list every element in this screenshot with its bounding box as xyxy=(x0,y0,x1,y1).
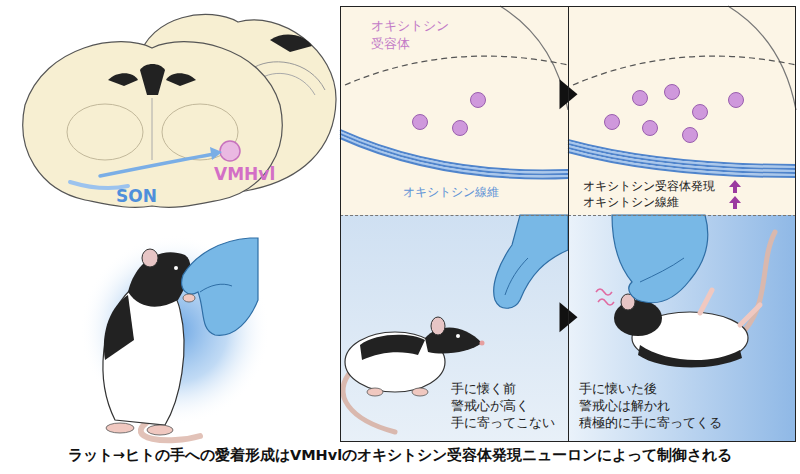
receptor-increase-label: オキシトシン受容体発現 xyxy=(583,178,715,194)
attached-rat xyxy=(596,215,775,367)
panel-box: 手に懐く前 警戒心が高く 手に寄ってこない xyxy=(340,215,569,442)
panel-box: オキシトシン 受容体オキシトシン線維 xyxy=(340,6,569,216)
behavior-note: 手に懐く前 警戒心が高く 手に寄ってこない xyxy=(451,381,555,432)
receptor-label: オキシトシン 受容体 xyxy=(371,17,449,52)
figure-caption: ラット→ヒトの手への愛着形成はVMHvlのオキシトシン受容体発現ニューロンによっ… xyxy=(0,446,800,466)
panel-box: オキシトシン受容体発現オキシトシン線維 xyxy=(568,6,796,216)
panel-box: 手に懐いた後 警戒心は解かれ 積極的に手に寄ってくる xyxy=(568,215,796,442)
region-label: SON xyxy=(116,185,157,208)
rat-with-glove xyxy=(80,235,270,440)
region-label: VMHvl xyxy=(214,163,275,186)
tissue-before xyxy=(340,6,568,179)
brain-section xyxy=(23,14,336,207)
behavior-note: 手に懐いた後 警戒心は解かれ 積極的に手に寄ってくる xyxy=(579,381,722,432)
wary-rat xyxy=(343,215,568,432)
fiber-label: オキシトシン線維 xyxy=(403,184,499,200)
fiber-increase-label: オキシトシン線維 xyxy=(583,194,679,210)
tissue-after xyxy=(568,6,796,209)
